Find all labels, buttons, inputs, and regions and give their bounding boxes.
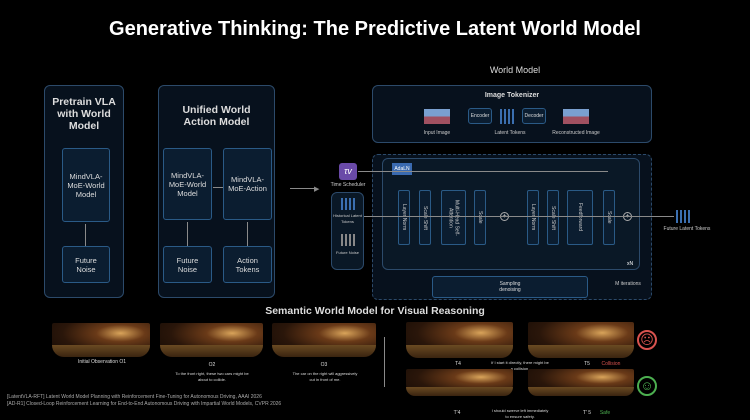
time-scheduler-label: Time Scheduler: [330, 182, 366, 188]
decoder: Decoder: [522, 108, 546, 124]
t4-caption: T4: [455, 361, 461, 367]
t4-prime-note: I should swerve left immediately to ensu…: [491, 408, 549, 419]
future-latent-tokens-label: Future Latent Tokens: [663, 226, 711, 232]
scale-shift-block: Scale Shift: [547, 190, 559, 245]
arrow-up: [85, 224, 86, 246]
repeat-count: xN: [627, 261, 634, 267]
historical-tokens-label: Historical Latent Tokens: [333, 213, 362, 224]
sad-face-icon: ☹: [637, 330, 657, 350]
image-tokenizer-panel: Image Tokenizer: [372, 85, 652, 143]
arrow-head-icon: ▶: [314, 186, 320, 193]
pretrain-future-noise: Future Noise: [62, 246, 110, 283]
arrow-up: [187, 222, 188, 246]
reconstructed-image: [563, 109, 589, 124]
frame-t5-prime: [528, 369, 634, 396]
pretrain-title: Pretrain VLA with World Model: [52, 96, 116, 132]
future-latent-tokens-icon: [676, 210, 690, 223]
latent-tokens-label: Latent Tokens: [494, 130, 526, 136]
world-model-label: World Model: [489, 65, 541, 75]
residual-line: [364, 216, 674, 217]
scale-shift-block: Scale Shift: [419, 190, 431, 245]
self-attention-block: Multi-Head Self-Attention: [441, 190, 466, 245]
collision-label: Collision: [601, 361, 621, 367]
happy-face-icon: ☺: [637, 376, 657, 396]
frame-t4: [406, 322, 513, 358]
layer-norm-block: Layer Norm: [398, 190, 410, 245]
pretrain-world-model: MindVLA-MoE-World Model: [62, 148, 110, 222]
historical-tokens-icon: [341, 198, 355, 210]
unified-action-model: MindVLA-MoE-Action: [223, 148, 272, 220]
t4-note: If I start it directly, there might be a…: [491, 360, 549, 371]
frame-t5: [528, 322, 634, 358]
unified-title: Unified World Action Model: [182, 104, 251, 128]
semantic-title: Semantic World Model for Visual Reasonin…: [265, 305, 485, 317]
slide-title: Generative Thinking: The Predictive Late…: [109, 18, 641, 40]
latent-tokens-icon: [500, 109, 514, 124]
input-image: [424, 109, 450, 124]
o3-caption: O3: [320, 362, 328, 368]
condition-line: [358, 171, 608, 172]
adaln-block: AdaLN: [392, 163, 412, 175]
unified-future-noise: Future Noise: [163, 246, 212, 283]
unified-action-tokens: Action Tokens: [223, 246, 272, 283]
t4-prime-caption: T'4: [453, 410, 461, 416]
o2-note: To the front right, these two cars might…: [175, 371, 249, 382]
encoder: Encoder: [468, 108, 492, 124]
arrow-up: [247, 222, 248, 246]
feedforward-block: Feedforward: [567, 190, 593, 245]
safe-label: Safe: [599, 410, 611, 416]
reference-1: [LatentVLA-RFT] Latent World Model Plann…: [7, 394, 262, 400]
frame-o2: [160, 323, 263, 357]
input-image-label: Input Image: [423, 130, 451, 136]
reconstructed-image-label: Reconstructed Image: [552, 130, 600, 136]
sampling-block: Sampling denoising: [432, 276, 588, 298]
bidirectional-arrow: [213, 187, 223, 188]
input-tokens-panel: [331, 192, 364, 270]
future-noise-icon: [341, 234, 355, 246]
frame-t4-prime: [406, 369, 513, 396]
t5-prime-caption: T' 5: [582, 410, 592, 416]
o3-note: The car on the right will aggressively c…: [292, 371, 358, 382]
time-scheduler-icon: τv: [339, 163, 357, 180]
scale-block: Scale: [474, 190, 486, 245]
branch-line: [384, 337, 385, 387]
frame-o3: [272, 323, 376, 357]
unified-world-model: MindVLA-MoE-World Model: [163, 148, 212, 220]
iterations-label: M iterations: [615, 281, 641, 287]
tokenizer-title: Image Tokenizer: [484, 92, 540, 99]
right-arrow: [290, 188, 316, 189]
reference-2: [AD-R1] Closed-Loop Reinforcement Learni…: [7, 401, 282, 407]
o2-caption: O2: [208, 362, 216, 368]
future-noise-label: Future Noise: [336, 250, 359, 255]
scale-block: Scale: [603, 190, 615, 245]
t5-caption: T5: [584, 361, 590, 367]
frame-o1: [52, 323, 150, 357]
o1-caption: Initial Observation O1: [77, 359, 127, 365]
layer-norm-block: Layer Norm: [527, 190, 539, 245]
